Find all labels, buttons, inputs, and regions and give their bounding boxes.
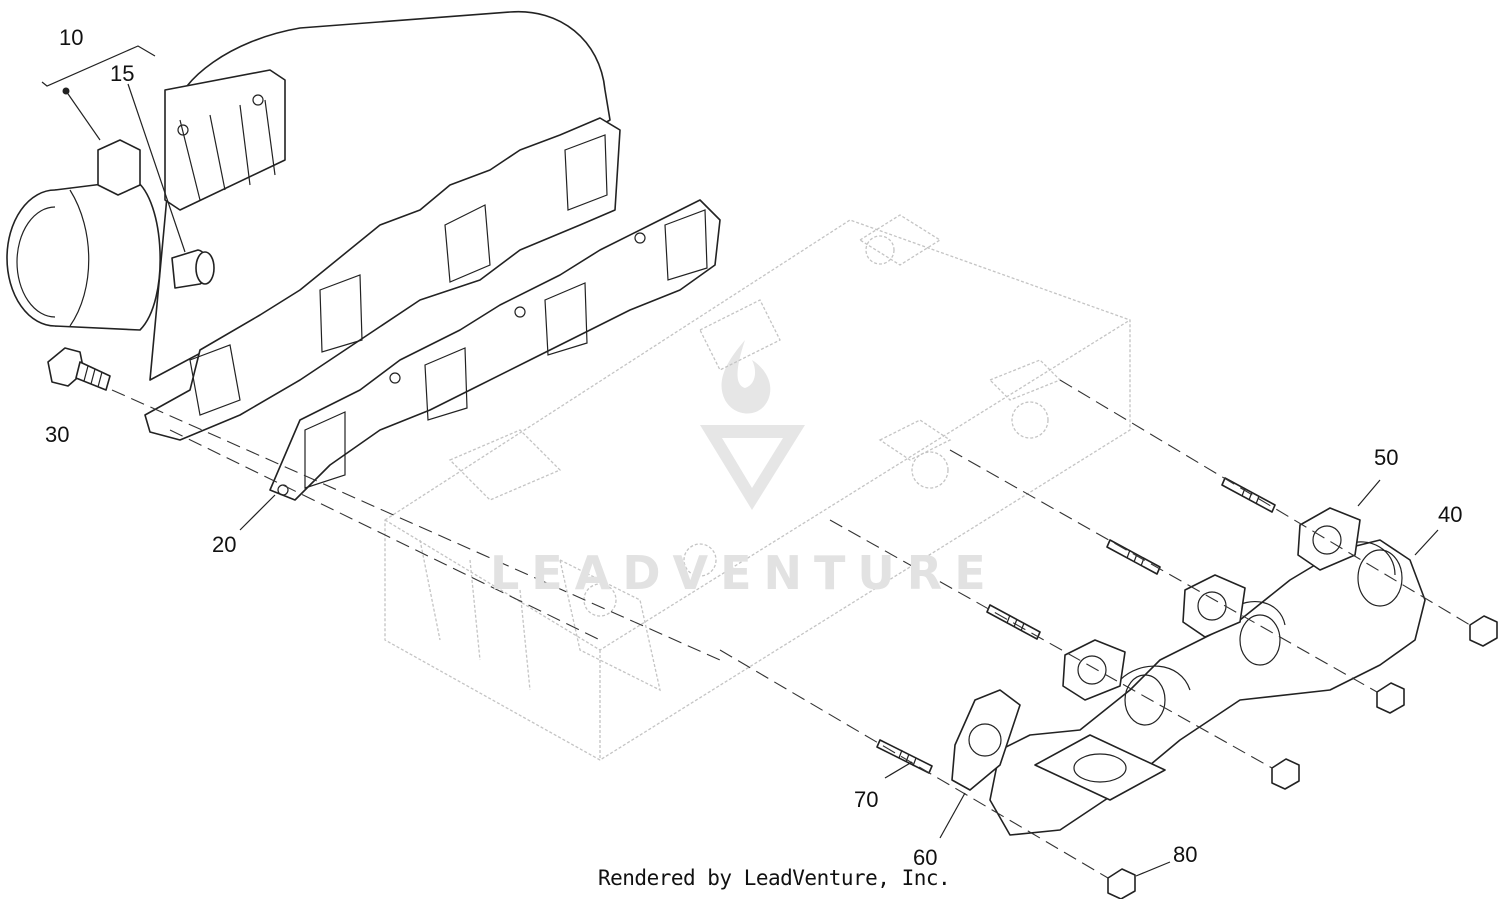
intake-manifold bbox=[6, 10, 611, 381]
callout-20[interactable]: 20 bbox=[212, 532, 237, 557]
intake-flange bbox=[144, 117, 621, 441]
cylinder-head-ghost bbox=[384, 214, 1131, 761]
callout-15[interactable]: 15 bbox=[110, 61, 135, 86]
watermark-logo bbox=[700, 340, 805, 510]
callout-40[interactable]: 40 bbox=[1438, 502, 1463, 527]
callout-60[interactable]: 60 bbox=[913, 845, 938, 870]
nuts-80 bbox=[1107, 615, 1498, 899]
callout-50[interactable]: 50 bbox=[1374, 445, 1399, 470]
exhaust-gaskets bbox=[951, 507, 1361, 791]
callout-30[interactable]: 30 bbox=[45, 422, 70, 447]
footer-credit: Rendered by LeadVenture, Inc. bbox=[598, 866, 951, 890]
watermark-text: LEADVENTURE bbox=[490, 546, 998, 600]
bolt-30 bbox=[47, 347, 111, 391]
alignment-lines bbox=[111, 379, 1471, 879]
leader-lines bbox=[41, 45, 1439, 877]
callout-10[interactable]: 10 bbox=[59, 25, 84, 50]
studs-70 bbox=[876, 477, 1276, 774]
intake-gasket bbox=[269, 199, 721, 501]
callout-80[interactable]: 80 bbox=[1173, 842, 1198, 867]
callout-70[interactable]: 70 bbox=[854, 787, 879, 812]
